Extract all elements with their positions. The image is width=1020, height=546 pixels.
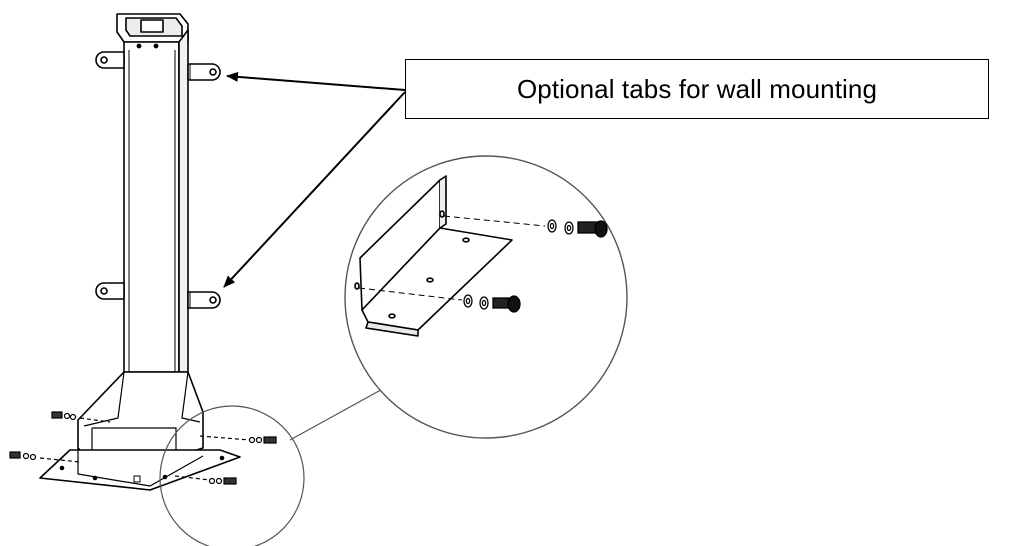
magnified-bolts — [358, 215, 608, 313]
base-shroud — [77, 371, 204, 457]
arrow-to-lower-tab — [223, 91, 406, 288]
post-side-face — [178, 29, 189, 373]
right-tab-lower — [187, 291, 221, 309]
arrow-to-upper-tab — [226, 71, 406, 91]
callout-box: Optional tabs for wall mounting — [405, 59, 989, 119]
left-tab-upper — [95, 51, 125, 69]
mounting-post — [39, 13, 241, 491]
magnified-bolt-detail — [354, 175, 513, 337]
left-tab-lower — [95, 282, 125, 300]
base-bolt-set — [9, 411, 277, 485]
post-front-face — [123, 41, 180, 373]
detail-source-circle — [159, 405, 305, 546]
callout-text: Optional tabs for wall mounting — [516, 73, 878, 104]
base-foot-plate — [39, 449, 241, 491]
right-tab-upper — [187, 63, 221, 81]
detail-connector-line — [289, 385, 389, 441]
